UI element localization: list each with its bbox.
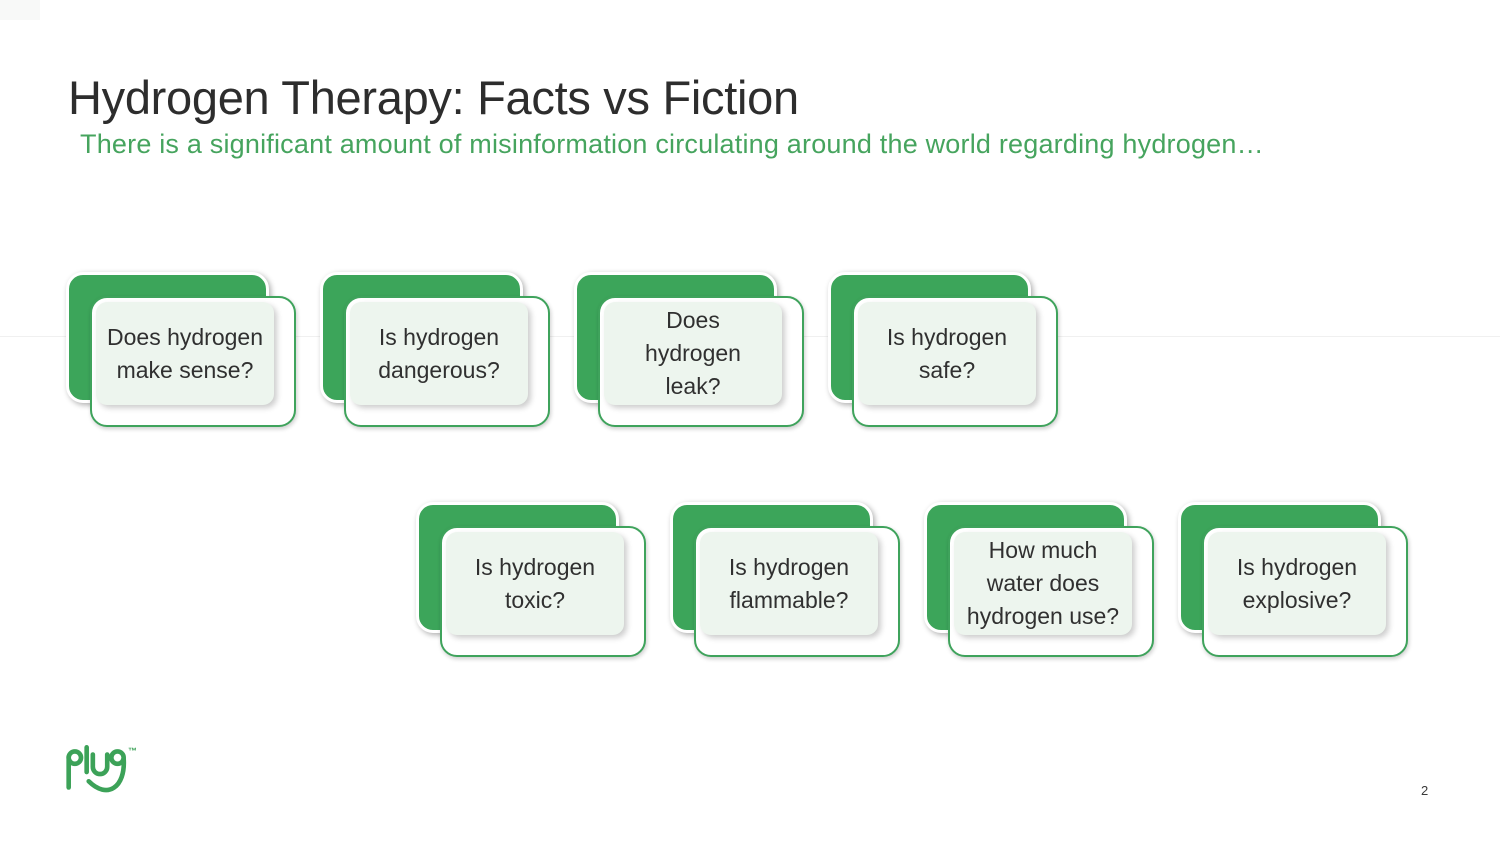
card-question-text: Does hydrogen make sense?: [107, 323, 263, 383]
card-inner-panel: Is hydrogen dangerous?: [350, 302, 528, 405]
card-question-text: Is hydrogen dangerous?: [378, 323, 500, 383]
card-inner-panel: Is hydrogen explosive?: [1208, 532, 1386, 635]
card-inner-panel: Is hydrogen flammable?: [700, 532, 878, 635]
question-card-make-sense: Does hydrogen make sense?: [66, 272, 296, 428]
question-card-toxic: Is hydrogen toxic?: [416, 502, 646, 658]
card-question-text: Is hydrogen safe?: [886, 323, 1008, 383]
card-question-text: Is hydrogen flammable?: [728, 553, 850, 613]
card-front-shape: Does hydrogen make sense?: [90, 296, 296, 427]
page-number: 2: [1421, 783, 1429, 798]
card-question-text: Is hydrogen toxic?: [474, 553, 596, 613]
card-question-text: Does hydrogen leak?: [645, 307, 741, 399]
card-inner-panel: Is hydrogen toxic?: [446, 532, 624, 635]
card-front-shape: Is hydrogen flammable?: [694, 526, 900, 657]
question-card-flammable: Is hydrogen flammable?: [670, 502, 900, 658]
question-card-leak: Does hydrogen leak?: [574, 272, 804, 428]
trademark-symbol: ™: [128, 746, 137, 756]
card-front-shape: Is hydrogen safe?: [852, 296, 1058, 427]
plug-logo: plug ™: [62, 744, 148, 806]
plug-logo-glyph: [66, 745, 126, 793]
question-card-water-use: How much water does hydrogen use?: [924, 502, 1154, 658]
slide-subtitle: There is a significant amount of misinfo…: [80, 129, 1264, 159]
card-front-shape: How much water does hydrogen use?: [948, 526, 1154, 657]
card-inner-panel: Does hydrogen leak?: [604, 302, 782, 405]
question-card-safe: Is hydrogen safe?: [828, 272, 1058, 428]
corner-artifact: [0, 0, 40, 20]
card-question-text: How much water does hydrogen use?: [966, 537, 1120, 629]
question-card-dangerous: Is hydrogen dangerous?: [320, 272, 550, 428]
card-inner-panel: Is hydrogen safe?: [858, 302, 1036, 405]
card-front-shape: Is hydrogen explosive?: [1202, 526, 1408, 657]
card-front-shape: Does hydrogen leak?: [598, 296, 804, 427]
card-question-text: Is hydrogen explosive?: [1236, 553, 1358, 613]
card-inner-panel: Does hydrogen make sense?: [96, 302, 274, 405]
slide-title: Hydrogen Therapy: Facts vs Fiction: [68, 71, 799, 125]
card-inner-panel: How much water does hydrogen use?: [954, 532, 1132, 635]
question-card-explosive: Is hydrogen explosive?: [1178, 502, 1408, 658]
card-front-shape: Is hydrogen toxic?: [440, 526, 646, 657]
card-front-shape: Is hydrogen dangerous?: [344, 296, 550, 427]
